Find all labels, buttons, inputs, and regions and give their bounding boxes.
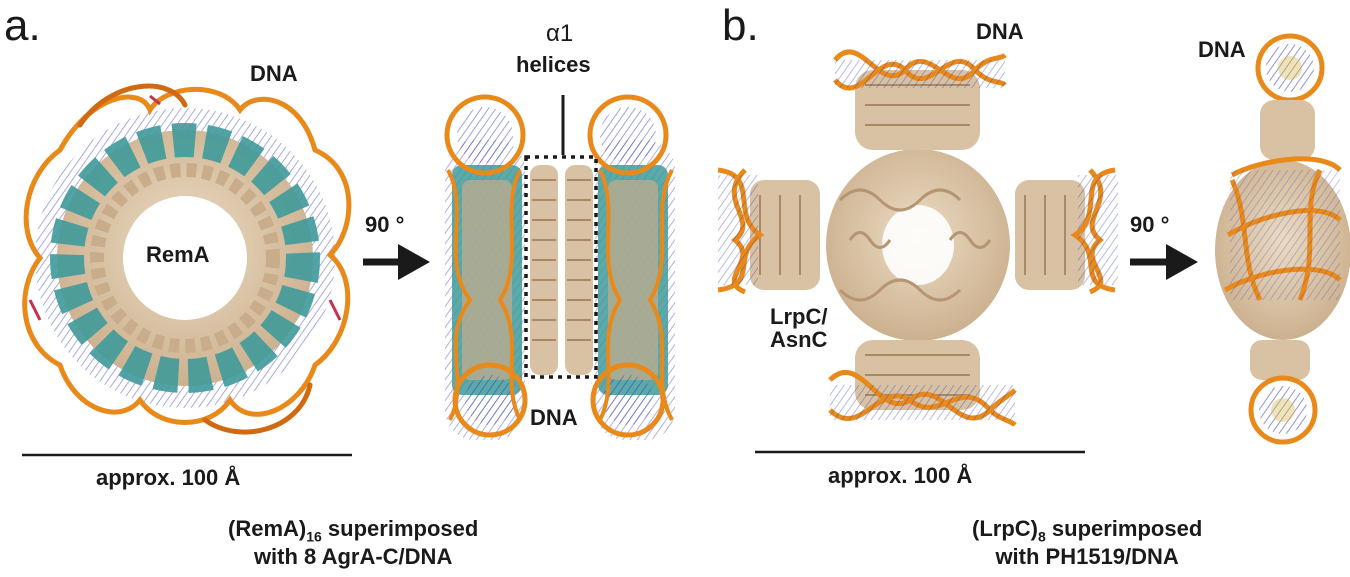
dna-label-a-top: DNA	[250, 61, 298, 86]
rotation-label-b: 90 °	[1130, 212, 1170, 237]
rotation-arrow-b	[1130, 244, 1198, 280]
caption-b-line2: with PH1519/DNA	[995, 544, 1179, 570]
rema-side-view	[444, 94, 675, 440]
lrpc-label-line1: LrpC/	[770, 304, 828, 329]
lrpc-label-line2: AsnC	[770, 327, 828, 353]
rema-ring-structure	[22, 83, 352, 435]
rotation-arrow-a	[363, 244, 430, 280]
caption-a-line1: (RemA)16 superimposed	[228, 516, 479, 545]
lrpc-octamer-structure	[717, 49, 1118, 427]
caption-b-line1: (LrpC)8 superimposed	[972, 516, 1203, 545]
lrpc-side-view	[1215, 33, 1350, 445]
caption-a: (RemA)16 superimposed with 8 AgrA-C/DNA	[228, 516, 478, 570]
lrpc-label: LrpC/ AsnC	[770, 305, 827, 351]
scale-label-b: approx. 100 Å	[828, 463, 973, 488]
helices-label: helices	[516, 52, 591, 77]
caption-b: (LrpC)8 superimposed with PH1519/DNA	[972, 516, 1202, 570]
alpha1-label: α1	[546, 20, 574, 47]
caption-a-line2: with 8 AgrA-C/DNA	[253, 544, 453, 570]
dna-label-b-top: DNA	[976, 19, 1024, 44]
dna-label-b-side: DNA	[1198, 37, 1246, 62]
panel-letter-b: b.	[722, 1, 759, 50]
panel-letter-a: a.	[4, 1, 41, 50]
dna-label-a-bottom: DNA	[530, 405, 578, 430]
rotation-label-a: 90 °	[365, 212, 405, 237]
rema-label: RemA	[146, 242, 210, 267]
scale-label-a: approx. 100 Å	[96, 465, 241, 490]
